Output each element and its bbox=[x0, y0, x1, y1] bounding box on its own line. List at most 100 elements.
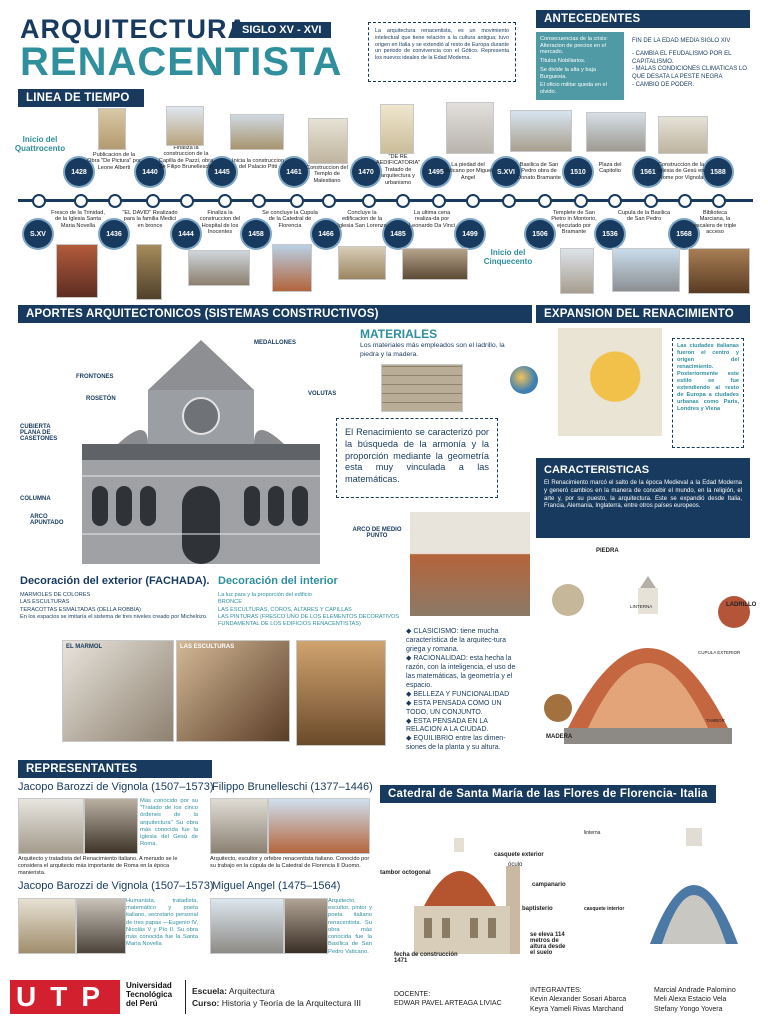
santa-maria-novella-facade bbox=[82, 340, 320, 564]
timeline-photo-pazzi bbox=[166, 106, 204, 146]
footer-integrante: Stefany Yongo Yovera bbox=[654, 1005, 723, 1013]
representante-caption: Arquitecto, escultor y orfebre renacenti… bbox=[210, 856, 370, 869]
timeline-top-label: "DE RE AEDIFICATORIA" Tratado de arquite… bbox=[375, 154, 421, 186]
representante-portrait bbox=[210, 798, 268, 854]
facade-label-arco-apuntado: ARCO APUNTADO bbox=[30, 514, 64, 526]
catedral-header: Catedral de Santa María de las Flores de… bbox=[380, 785, 716, 803]
timeline-year-badge: 1466 bbox=[312, 220, 340, 248]
timeline-photo-de-re-aedificatoria bbox=[380, 104, 414, 154]
catedral-label-casquete-exterior: casquete exterior bbox=[494, 852, 544, 858]
decoracion-exterior-item: TERACOTTAS ESMALTADAS (DELLA ROBBIA) bbox=[20, 606, 141, 613]
timeline-top-label: Plaza del Capitolio bbox=[598, 162, 622, 175]
timeline-bottom-label: Fresco de la Trinidad, de la Iglesia San… bbox=[51, 210, 105, 229]
caracteristicas-item-text: CLASICISMO: tiene mucha característica d… bbox=[406, 628, 506, 653]
timeline-photo-san-pedro bbox=[510, 110, 572, 152]
representante-portrait bbox=[284, 898, 328, 954]
antecedentes-header: ANTECEDENTES bbox=[536, 10, 750, 28]
footer-logo-text: UTP bbox=[16, 981, 114, 1012]
caracteristicas-header: CARACTERISTICAS bbox=[544, 464, 650, 476]
catedral-label-baptisterio: baptisterio bbox=[522, 906, 553, 912]
decoracion-interior-item: BRONCE bbox=[218, 599, 242, 606]
intro-text: La arquitectura renacentista, es un movi… bbox=[375, 28, 509, 61]
timeline-dot bbox=[322, 194, 336, 208]
dome-cutaway-drawing bbox=[544, 576, 750, 744]
footer-curso-label: Curso: bbox=[192, 997, 220, 1008]
dome-label-ladrillo: LADRILLO bbox=[726, 602, 757, 608]
footer-escuela: Arquitectura bbox=[228, 986, 275, 996]
timeline-line bbox=[18, 199, 753, 202]
timeline-dot bbox=[290, 194, 304, 208]
catedral-illustration bbox=[410, 826, 530, 956]
timeline-year-badge: S.XV bbox=[24, 220, 52, 248]
footer-docente: DOCENTE: EDWAR PAVEL ARTEAGA LIVIAC bbox=[394, 990, 502, 1009]
representante-name: Jacopo Barozzi de Vignola (1507–1573) bbox=[18, 880, 214, 892]
timeline-dot bbox=[396, 194, 410, 208]
decoracion-photo-marmol-label: EL MARMOL bbox=[66, 644, 103, 650]
timeline-top-label: Publicacion de la Obra "De Pictura" por … bbox=[87, 152, 141, 171]
antecedentes-right-item: - CAMBIO DE PODER. bbox=[632, 81, 695, 88]
timeline-photo-capitolio bbox=[586, 112, 646, 152]
expansion-header: EXPANSION DEL RENACIMIENTO bbox=[536, 305, 750, 323]
diamond-icon: ◆ bbox=[406, 699, 414, 707]
representante-photo-building bbox=[18, 898, 76, 954]
diamond-icon: ◆ bbox=[406, 628, 414, 635]
footer-integrante: Keyra Yameli Rivas Marchand bbox=[530, 1005, 624, 1013]
antecedentes-right-item: - MALAS CONDICIONES CLIMATICAS LO QUE DE… bbox=[632, 66, 747, 81]
timeline-year-badge: 1444 bbox=[172, 220, 200, 248]
aportes-quote: El Renacimiento se caracterizó por la bú… bbox=[345, 427, 489, 485]
caracteristicas-photo-duomo bbox=[410, 512, 530, 616]
caracteristicas-item-text: ESTA PENSADA EN LA RELACION A LA CIUDAD. bbox=[406, 717, 489, 734]
catedral-label-oculo: óculo bbox=[508, 862, 523, 868]
caracteristicas-item: ◆ EQUILIBRIO entre las dimen-siones de l… bbox=[406, 735, 518, 753]
timeline-bottom-label: Templete de San Pietro in Montorio, ejec… bbox=[551, 210, 597, 236]
catedral-label-linterna: linterna bbox=[584, 830, 601, 836]
aportes-header: APORTES ARQUITECTONICOS (SISTEMAS CONSTR… bbox=[18, 305, 532, 323]
timeline-dot bbox=[74, 194, 88, 208]
footer-integrante: Meli Alexa Estacio Vela bbox=[654, 996, 727, 1004]
footer-integrantes-label: INTEGRANTES: bbox=[530, 987, 582, 994]
footer-divider bbox=[185, 980, 186, 1014]
timeline-dot bbox=[574, 194, 588, 208]
timeline-bottom-label: Biblioteca Marciana, la escalera de trip… bbox=[693, 210, 737, 236]
timeline-photo-malatestiano bbox=[308, 118, 348, 164]
facade-illustration bbox=[78, 336, 324, 568]
representante-desc: Más conocido por su "Tratado de los cinc… bbox=[140, 798, 198, 848]
antecedentes-bullet: El oficio militar queda en el olvido. bbox=[540, 82, 607, 95]
caracteristicas-item-text: EQUILIBRIO entre las dimen-siones de la … bbox=[406, 735, 506, 752]
timeline-photo-ultima-cena bbox=[402, 248, 468, 280]
diamond-icon: ◆ bbox=[406, 654, 414, 662]
timeline-dot bbox=[712, 194, 726, 208]
timeline-year-badge: 1506 bbox=[526, 220, 554, 248]
timeline-dot bbox=[432, 194, 446, 208]
dome-label-madera: MADERA bbox=[546, 734, 573, 740]
dome-cutaway-illustration bbox=[538, 548, 752, 758]
caracteristicas-item: ◆ ESTA PENSADA COMO UN TODO, UN CONJUNTO… bbox=[406, 700, 518, 718]
footer-integrantes: INTEGRANTES: Kevin Alexander Sosari Abar… bbox=[530, 986, 626, 1014]
caracteristicas-item: ◆ BELLEZA Y FUNCIONALIDAD bbox=[406, 691, 518, 700]
caracteristicas-box: CARACTERISTICAS El Renacimiento marcó el… bbox=[536, 458, 750, 538]
representante-desc: Arquitecto, escultor, pintor y poeta ita… bbox=[328, 898, 372, 955]
intro-box: La arquitectura renacentista, es un movi… bbox=[368, 22, 516, 82]
timeline-year-badge: 1461 bbox=[280, 158, 308, 186]
decoracion-exterior-list: MARMOLES DE COLORES LAS ESCULTURAS TERAC… bbox=[20, 592, 208, 621]
decoracion-interior-item: LAS ESCULTURAS, COROS, ALTARES Y CAPILLA… bbox=[218, 606, 352, 613]
facade-label-arco-medio-punto: ARCO DE MEDIO PUNTO bbox=[352, 527, 402, 539]
footer-logo: UTP bbox=[10, 980, 120, 1014]
decoracion-photo-esculturas bbox=[176, 640, 290, 742]
timeline-photo-piedad bbox=[446, 102, 494, 154]
antecedentes-right-item: - CAMBIA EL FEUDALISMO POR EL CAPITALISM… bbox=[632, 50, 732, 65]
timeline-photo-pitti bbox=[230, 114, 284, 150]
antecedentes-right: FIN DE LA EDAD MEDIA SIGLO XIV - CAMBIA … bbox=[632, 38, 752, 90]
timeline-photo-de-pictura bbox=[98, 108, 126, 150]
timeline-bottom-label: "EL DAVID" Realizado para la familia Med… bbox=[122, 210, 178, 229]
decoracion-interior-item: LAS PINTURAS (FRESCO UNO DE LOS ELEMENTO… bbox=[218, 613, 400, 628]
decoracion-photo-esculturas-label: LAS ESCULTURAS bbox=[180, 644, 235, 650]
timeline-top-label: Construccion de la Iglesia de Gesù en Ro… bbox=[657, 162, 705, 181]
timeline-photo-hospital bbox=[188, 250, 250, 286]
aportes-quote-box: El Renacimiento se caracterizó por la bú… bbox=[336, 418, 498, 498]
catedral-label-fecha: fecha de construcción 1471 bbox=[394, 952, 458, 964]
representante-name: Jacopo Barozzi de Vignola (1507–1573) bbox=[18, 781, 214, 793]
dome-label-tambor: TAMBOR bbox=[706, 718, 725, 723]
timeline-top-label: Finaliza la construccion de la Capilla d… bbox=[158, 145, 214, 171]
timeline-photo-trinidad bbox=[56, 244, 98, 298]
